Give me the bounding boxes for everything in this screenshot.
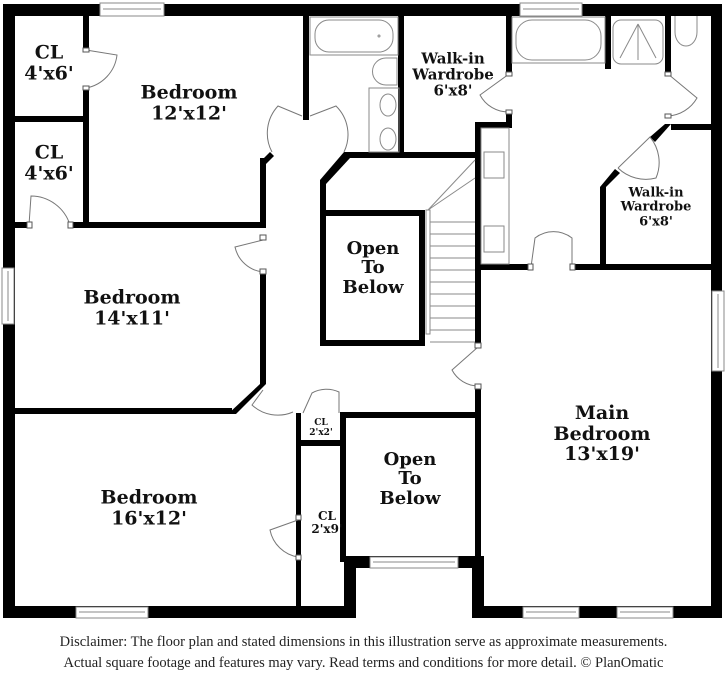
door-jambs [26,47,672,561]
main-bedroom-label: Main Bedroom 13'x19' [554,403,651,465]
walk-in-wardrobe-label-1: Walk-in Wardrobe 6'x8' [412,51,494,98]
room-name: Bedroom [553,422,651,445]
doors [28,49,698,558]
open-to-below-label-2: Open To Below [379,448,441,509]
room-name: Wardrobe [620,199,692,215]
fixtures [309,16,698,343]
room-name: Bedroom [140,81,238,104]
room-name: CL [34,41,64,64]
room-name: Wardrobe [412,65,494,84]
closet-label-mid: CL 4'x6' [24,142,73,183]
bedroom-14x11-label: Bedroom 14'x11' [84,287,181,328]
room-name: Main [574,402,630,425]
disclaimer-line-2: Actual square footage and features may v… [63,655,664,671]
disclaimer: Disclaimer: The floor plan and stated di… [0,632,727,674]
room-name: To [361,257,385,279]
room-size: 16'x12' [111,507,187,529]
bedroom-12x12-label: Bedroom 12'x12' [141,82,238,123]
room-name: To [398,468,422,490]
walk-in-wardrobe-label-2: Walk-in Wardrobe 6'x8' [620,185,692,230]
room-name: CL [34,141,64,164]
interior-walls [12,4,712,609]
closet-2x9-label: CL 2'x9' [311,508,343,536]
room-size: 4'x6' [24,62,74,84]
room-name: CL [314,418,328,429]
room-size: 4'x6' [24,162,74,184]
open-to-below-label-1: Open To Below [342,237,404,298]
room-name: Below [342,276,404,298]
room-name: CL [317,508,336,523]
room-name: Open [346,237,400,259]
room-size: 6'x8' [639,214,673,230]
room-name: Bedroom [100,486,198,509]
room-size: 13'x19' [564,443,640,466]
room-name: Walk-in [628,185,684,201]
room-name: Walk-in [421,49,485,68]
room-size: 2'x2' [309,428,333,438]
bedroom-16x12-label: Bedroom 16'x12' [101,487,198,528]
room-size: 12'x12' [151,102,227,124]
closet-2x2-label: CL 2'x2' [309,418,333,439]
windows [1,2,725,619]
closet-label-top: CL 4'x6' [24,42,73,83]
room-name: Open [383,448,437,470]
room-name: Below [379,487,441,509]
room-size: 14'x11' [94,307,170,329]
disclaimer-line-1: Disclaimer: The floor plan and stated di… [59,634,668,650]
room-size: 2'x9' [311,522,343,536]
room-size: 6'x8' [433,80,473,99]
room-name: Bedroom [83,286,181,309]
